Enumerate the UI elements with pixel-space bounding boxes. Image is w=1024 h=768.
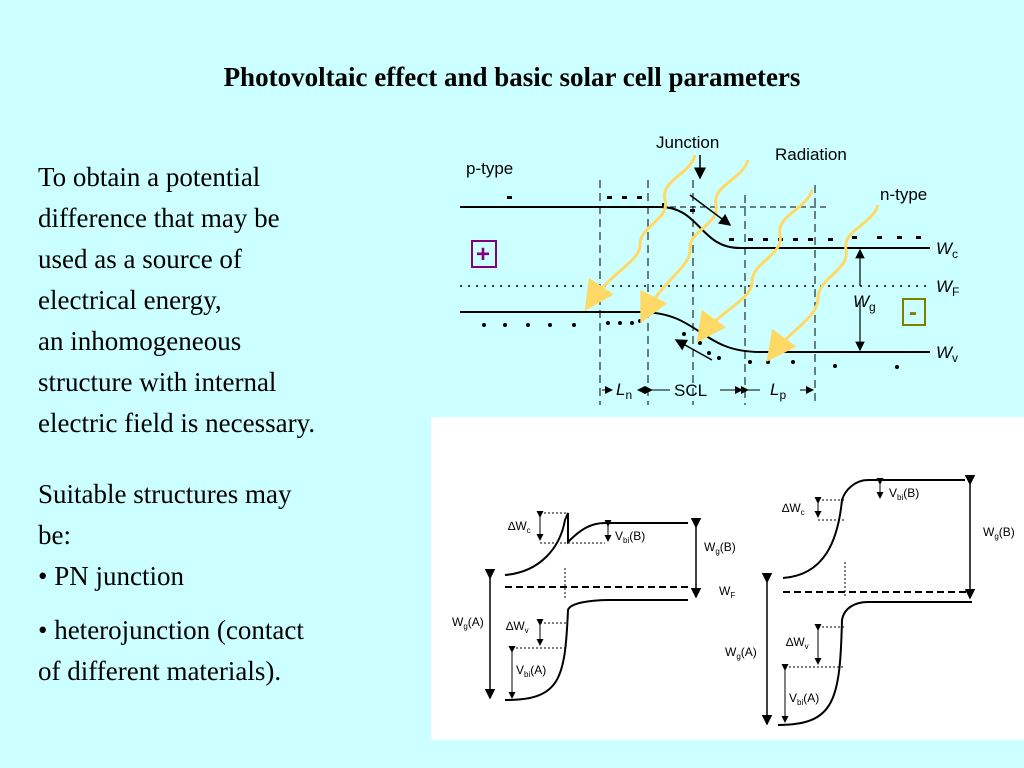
scl-label: SCL xyxy=(674,381,707,400)
region-boundaries xyxy=(599,180,816,405)
heterojunction-paragraph: • heterojunction (contact of different m… xyxy=(38,615,304,686)
hole-drift-arrow xyxy=(674,339,713,361)
ln-label: Ln xyxy=(616,380,632,402)
right-dwv-label: ∆Wv xyxy=(786,635,809,651)
left-wg-a-label: Wg(A) xyxy=(452,615,484,631)
radiation-rays xyxy=(584,154,880,362)
pn-junction-band-diagram: Junction Radiation p-type n-type Wc WF W… xyxy=(460,133,959,405)
left-wf-label: WF xyxy=(719,584,735,600)
plus-sign-box xyxy=(471,240,497,268)
p-type-label: p-type xyxy=(466,159,513,178)
right-vbi-a-label: Vbi(A) xyxy=(789,691,819,707)
left-vbi-b-label: Vbi(B) xyxy=(615,529,645,545)
left-heterojunction xyxy=(484,511,702,701)
left-wg-b-label: Wg(B) xyxy=(704,540,736,556)
intro-paragraph: To obtain a potential difference that ma… xyxy=(38,162,316,438)
structures-paragraph: Suitable structures may be: • PN junctio… xyxy=(38,479,292,591)
left-dwv-label: ∆Wv xyxy=(506,619,529,635)
right-heterojunction xyxy=(761,475,976,726)
n-type-label: n-type xyxy=(880,185,927,204)
junction-label: Junction xyxy=(656,133,719,152)
left-dwc-label: ∆Wc xyxy=(508,519,531,535)
minus-sign-icon: - xyxy=(909,299,917,326)
wc-label: Wc xyxy=(936,239,958,261)
slide-title: Photovoltaic effect and basic solar cell… xyxy=(223,62,801,92)
left-vbi-a-label: Vbi(A) xyxy=(516,663,546,679)
holes xyxy=(482,319,899,369)
right-vbi-b-label: Vbi(B) xyxy=(889,486,919,502)
heterojunction-band-diagrams: ∆Wc Vbi(B) Wg(B) WF Wg(A) ∆Wv Vbi(A) ∆Wc… xyxy=(452,475,1015,726)
right-wg-b-label: Wg(B) xyxy=(983,525,1015,541)
wv-label: Wv xyxy=(936,343,958,365)
plus-sign-icon: + xyxy=(476,241,490,268)
radiation-label: Radiation xyxy=(775,145,847,164)
minus-sign-box xyxy=(902,298,926,326)
right-dwc-label: ∆Wc xyxy=(782,501,805,517)
right-wg-a-label: Wg(A) xyxy=(725,645,757,661)
electron-drift-arrow xyxy=(689,194,732,226)
wf-label: WF xyxy=(936,277,959,299)
lp-label: Lp xyxy=(770,380,786,402)
wg-label: Wg xyxy=(853,292,876,314)
heterojunction-diagram-panel: ∆Wc Vbi(B) Wg(B) WF Wg(A) ∆Wv Vbi(A) ∆Wc… xyxy=(431,417,1024,740)
